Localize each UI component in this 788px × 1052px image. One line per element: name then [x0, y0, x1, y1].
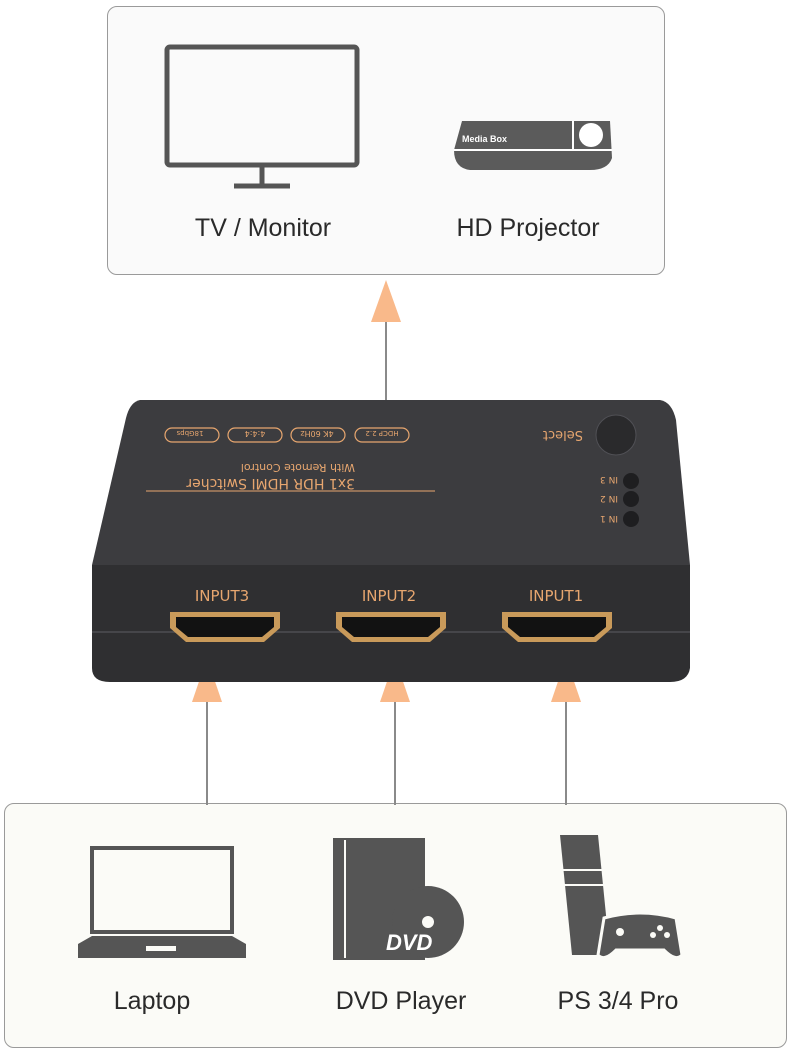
select-label: Select: [543, 427, 583, 442]
connector-arrows: [206, 320, 567, 805]
game-console-icon: [560, 835, 684, 960]
port-label-input3: INPUT3: [195, 587, 249, 605]
input-label-console: PS 3/4 Pro: [557, 987, 679, 1015]
tv-monitor-icon: [164, 44, 360, 189]
arrow-up-icon: [371, 280, 401, 322]
led-label: IN 3: [600, 474, 618, 484]
switcher-title: 3x1 HDR HDMI Switcher: [186, 475, 355, 491]
projector-logo: Media Box: [462, 134, 507, 144]
led-label: IN 2: [600, 493, 618, 503]
badge: 4:4:4: [245, 429, 266, 438]
output-label-tv: TV / Monitor: [194, 214, 332, 242]
input-label-laptop: Laptop: [113, 987, 191, 1015]
port-label-input1: INPUT1: [529, 587, 583, 605]
hdmi-switcher-device: 3x1 HDR HDMI Switcher With Remote Contro…: [92, 400, 690, 682]
led-label: IN 1: [600, 513, 618, 523]
switcher-subtitle: With Remote Control: [241, 461, 355, 474]
dvd-player-icon: DVD: [333, 838, 464, 960]
badge: 18Gbps: [176, 429, 203, 437]
hdmi-ports: [170, 612, 612, 642]
badge: 4K 60Hz: [300, 429, 333, 438]
badge: HDCP 2.2: [365, 429, 398, 437]
laptop-icon: [78, 846, 246, 958]
dvd-logo: DVD: [386, 930, 433, 955]
projector-icon: Media Box: [454, 121, 612, 170]
port-label-input2: INPUT2: [362, 587, 416, 605]
output-label-projector: HD Projector: [456, 214, 600, 242]
input-label-dvd: DVD Player: [335, 987, 467, 1015]
